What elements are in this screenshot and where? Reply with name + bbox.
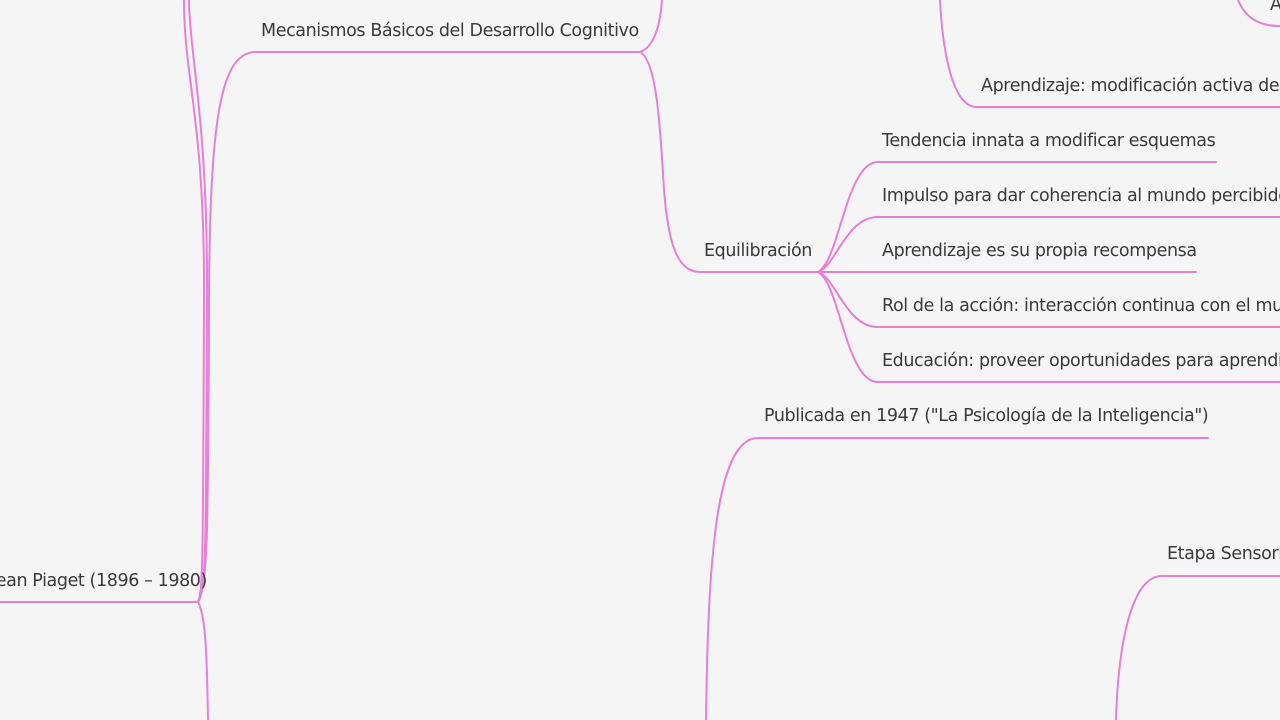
published-node-label[interactable]: Publicada en 1947 ("La Psicología de la … — [764, 406, 1209, 426]
equilibration-child-4-label[interactable]: Rol de la acción: interacción continua c… — [882, 296, 1280, 316]
learning-connector — [939, 0, 1280, 108]
learning-node-label[interactable]: Aprendizaje: modificación activa de — [981, 76, 1280, 96]
root-branch-mechanisms — [197, 51, 641, 603]
equilibration-child-1-line — [817, 161, 1217, 273]
mechanisms-branch-up — [639, 0, 663, 53]
equilibration-child-5-label[interactable]: Educación: proveer oportunidades para ap… — [882, 351, 1280, 371]
equilibration-child-2-label[interactable]: Impulso para dar coherencia al mundo per… — [882, 186, 1280, 206]
equilibration-child-3-label[interactable]: Aprendizaje es su propia recompensa — [882, 241, 1197, 261]
stage-sensori-node-label[interactable]: Etapa Sensori — [1167, 544, 1280, 564]
published-connector — [705, 437, 1209, 720]
root-branch-down — [197, 601, 209, 720]
equilibration-child-5-line — [817, 271, 1280, 383]
root-node-label[interactable]: Jean Piaget (1896 – 1980) — [0, 571, 207, 591]
adaptation-connector — [1237, 0, 1280, 27]
mechanisms-node-label[interactable]: Mecanismos Básicos del Desarrollo Cognit… — [261, 21, 639, 41]
equilibration-node-label[interactable]: Equilibración — [704, 241, 812, 261]
equilibration-child-4-line — [817, 271, 1280, 328]
stage-sensori-connector — [1115, 575, 1280, 720]
equilibration-child-2-line — [817, 216, 1280, 273]
adaptation-fragment-label[interactable]: A — [1270, 0, 1280, 15]
equilibration-child-1-label[interactable]: Tendencia innata a modificar esquemas — [882, 131, 1216, 151]
mechanisms-branch-equilibration — [639, 51, 819, 273]
root-branch-up-1 — [0, 0, 206, 603]
